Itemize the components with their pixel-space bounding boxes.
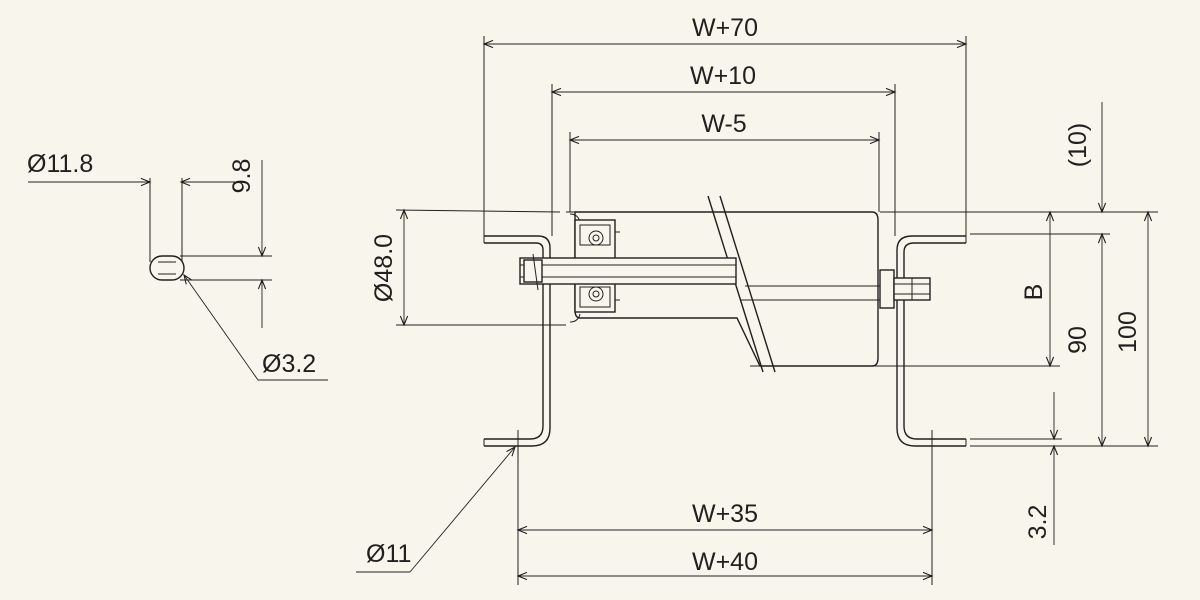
dia-11-label: Ø11 <box>366 540 411 568</box>
shaft-detail: Ø11.8 9.8 Ø3.2 <box>27 150 328 381</box>
roller-assembly: W+70 W+10 W-5 Ø48.0 <box>356 14 968 585</box>
len-90-label: 90 <box>1064 326 1092 354</box>
vertical-dimensions: B 3.2 (10) 90 100 <box>750 102 1158 545</box>
dia-48-label: Ø48.0 <box>370 234 398 302</box>
len-b-label: B <box>1020 284 1048 301</box>
dia-3-2-label: Ø3.2 <box>262 350 316 378</box>
w-plus-70-label: W+70 <box>692 14 758 42</box>
len-3-2-label: 3.2 <box>1024 505 1052 540</box>
w-plus-10-label: W+10 <box>690 62 756 90</box>
dia-11-8-label: Ø11.8 <box>27 150 93 178</box>
len-9-8-label: 9.8 <box>228 159 256 194</box>
w-plus-40-label: W+40 <box>692 548 758 576</box>
len-10-label: (10) <box>1064 123 1092 167</box>
w-plus-35-label: W+35 <box>692 500 758 528</box>
w-minus-5-label: W-5 <box>701 110 746 138</box>
len-100-label: 100 <box>1114 311 1142 353</box>
